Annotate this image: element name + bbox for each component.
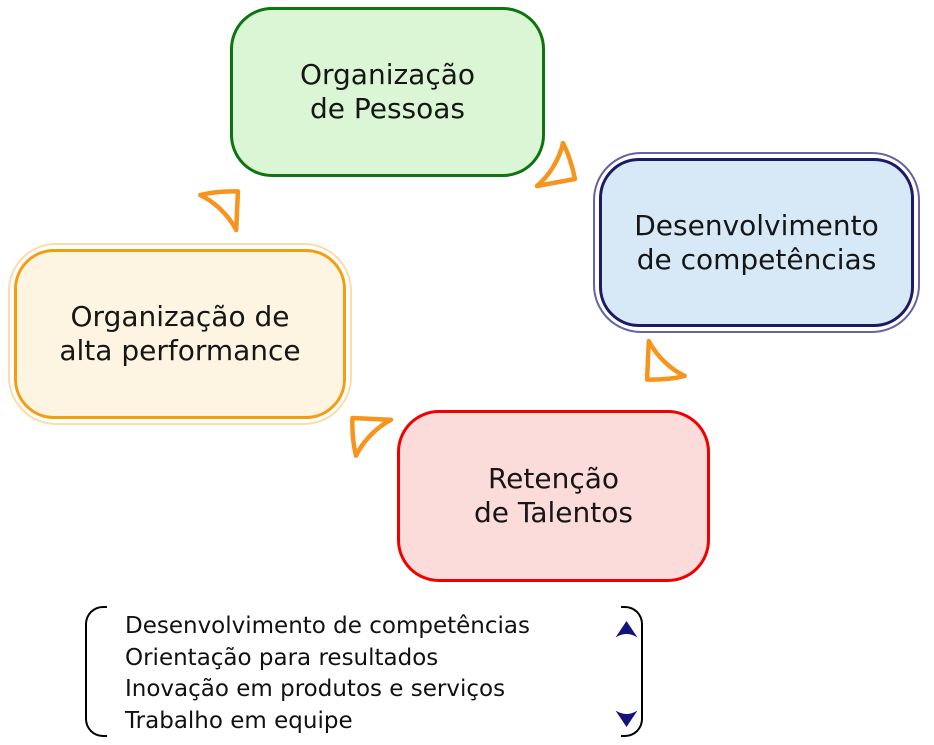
node-label-line: Desenvolvimento bbox=[634, 208, 879, 242]
node-label-line: Organização bbox=[299, 58, 476, 91]
cycle-arrow-icon bbox=[534, 141, 578, 191]
node-label-line: Retenção bbox=[487, 462, 620, 495]
node-label-line: de Talentos bbox=[474, 496, 633, 529]
down-arrow-icon bbox=[615, 709, 638, 728]
list-item: Inovação em produtos e serviços bbox=[125, 676, 506, 703]
list-item: Desenvolvimento de competências bbox=[125, 613, 530, 639]
list-item: Trabalho em equipe bbox=[125, 707, 353, 734]
left-bracket bbox=[85, 606, 107, 737]
node-label-line: de competências bbox=[636, 242, 877, 276]
node-label-line: alta performance bbox=[59, 334, 301, 367]
cycle-arrow-icon bbox=[192, 180, 251, 234]
node-label-line: Organização de bbox=[70, 300, 290, 333]
node-desenvolvimento-de-competencias: Desenvolvimento de competências bbox=[599, 158, 914, 327]
list-item: Orientação para resultados bbox=[125, 644, 439, 671]
competency-list: Desenvolvimento de competências Orientaç… bbox=[125, 611, 530, 737]
node-ring-desenvolvimento: Desenvolvimento de competências bbox=[593, 152, 920, 333]
node-label-line: de Pessoas bbox=[309, 92, 466, 125]
cycle-arrow-icon bbox=[635, 337, 694, 391]
node-ring-alta-performance: Organização de alta performance bbox=[8, 243, 352, 425]
node-organizacao-alta-performance: Organização de alta performance bbox=[14, 249, 346, 419]
node-retencao-de-talentos: Retenção de Talentos bbox=[397, 410, 710, 582]
up-arrow-icon bbox=[615, 620, 638, 639]
node-organizacao-de-pessoas: Organização de Pessoas bbox=[230, 7, 545, 177]
cycle-arrow-icon bbox=[341, 406, 395, 465]
